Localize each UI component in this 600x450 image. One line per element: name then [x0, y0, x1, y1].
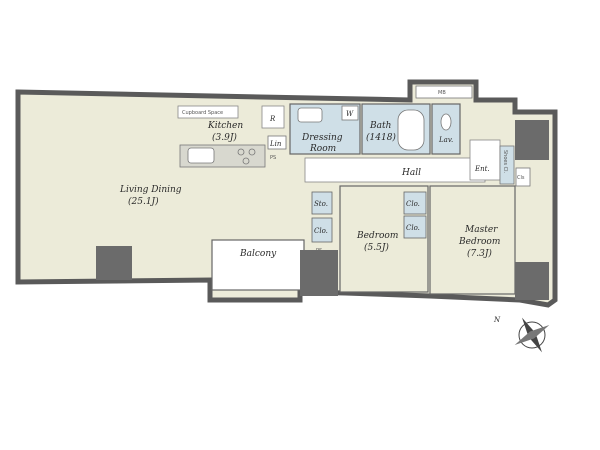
bedroom-size: (5.5J)	[364, 242, 389, 253]
entrance: Cls	[469, 139, 531, 187]
lav-label: Lav.	[438, 136, 453, 144]
bathtub-icon	[397, 109, 425, 151]
mb-label: MB	[438, 90, 446, 96]
living-dining-size: (25.1J)	[128, 196, 159, 207]
master-bedroom-size: (7.3J)	[467, 248, 492, 259]
stove-icon	[237, 148, 256, 165]
refrigerator-label: R	[269, 115, 276, 123]
shoes-closet	[499, 145, 515, 185]
cupboard-space	[177, 105, 239, 119]
toilet-icon	[440, 113, 452, 131]
linen-closet	[267, 135, 287, 150]
master-bedroom-name-2: Bedroom	[458, 237, 500, 247]
living-dining-name: Living Dining	[119, 185, 182, 195]
column	[96, 246, 132, 280]
column	[515, 262, 549, 300]
master-bedroom	[429, 185, 516, 295]
compass-north-label: N	[493, 316, 501, 324]
bedroom-name: Bedroom	[356, 231, 398, 241]
linen-label: Lin	[269, 140, 282, 148]
master-bedroom-name-1: Master	[464, 225, 498, 235]
cls-closet	[515, 167, 531, 187]
hall-label: Hall	[401, 168, 421, 178]
kitchen: Cupboard Space R PS Lin	[177, 105, 287, 168]
bath-name: Bath	[369, 121, 391, 131]
sink-icon	[187, 147, 215, 164]
closet-label-3: Clo.	[406, 224, 420, 232]
lavatory	[431, 103, 461, 155]
washer-label: W	[346, 110, 354, 118]
closet-label-2: Clo.	[406, 200, 420, 208]
storage-label: Sto.	[314, 200, 328, 208]
washer	[341, 105, 359, 121]
dressing-room: W	[289, 103, 361, 155]
compass-rose-icon	[514, 317, 550, 353]
cupboard-space-label: Cupboard Space	[182, 110, 223, 116]
mb-shaft	[415, 85, 473, 99]
shoes-closet-label: Shoes Cl.	[502, 150, 508, 174]
hall	[304, 157, 486, 183]
dressing-room-name-2: Room	[309, 144, 336, 154]
refrigerator	[261, 105, 285, 129]
dressing-room-name-1: Dressing	[301, 133, 343, 143]
cls-label: Cls	[517, 175, 525, 181]
bath-size: (1418)	[366, 132, 396, 143]
vanity-icon	[297, 107, 323, 123]
balcony-label: Balcony	[239, 249, 277, 259]
ent-label: Ent.	[474, 165, 490, 173]
kitchen-name: Kitchen	[207, 121, 243, 131]
ps-label-kitchen: PS	[270, 155, 276, 161]
column	[300, 250, 338, 296]
closet-label-1: Clo.	[314, 227, 328, 235]
bath	[361, 103, 431, 155]
column	[515, 120, 549, 160]
storage-closets: Sto. Clo. Clo. Clo.	[311, 191, 427, 243]
kitchen-size: (3.9J)	[212, 132, 237, 143]
